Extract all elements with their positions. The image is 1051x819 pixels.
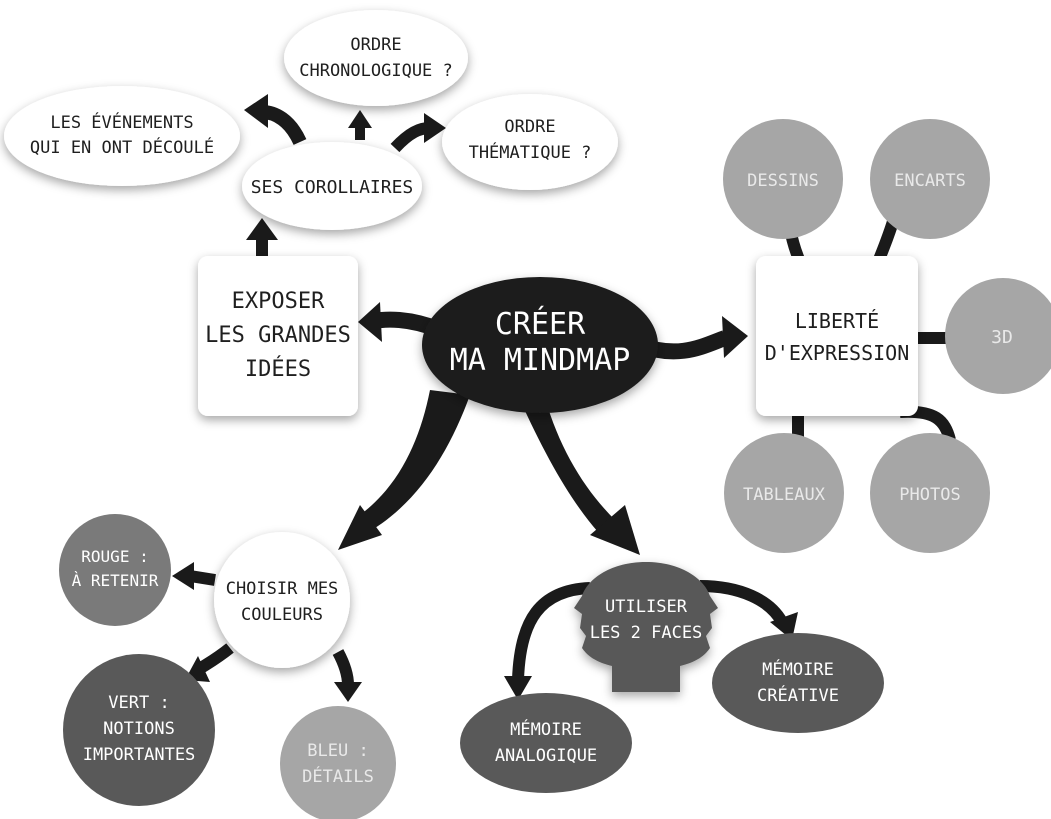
two-faces-icon	[574, 562, 718, 692]
faces-label-line2: LES 2 FACES	[590, 623, 703, 643]
arrow-to-rouge	[172, 562, 194, 590]
thematique-label-line1: ORDRE	[504, 117, 555, 137]
photos-node	[870, 433, 990, 553]
couleurs-node	[214, 532, 350, 668]
arrow-to-corollaires	[246, 218, 278, 240]
3d-label: 3D	[991, 327, 1013, 348]
connector-center-faces	[520, 398, 615, 532]
analogique-node	[460, 693, 632, 793]
expose-label-line3: IDÉES	[245, 356, 311, 382]
arrow-to-analogique	[504, 676, 532, 700]
tableaux-node	[724, 433, 844, 553]
expose-label-line1: EXPOSER	[232, 289, 325, 314]
corollaires-label: SES COROLLAIRES	[251, 177, 414, 198]
creative-node	[712, 633, 884, 733]
thematique-label-line2: THÉMATIQUE ?	[469, 141, 592, 163]
vert-label-line1: VERT :	[108, 693, 169, 713]
connector-faces-creative	[699, 580, 788, 626]
bleu-node	[280, 706, 396, 819]
chronologique-label-line1: ORDRE	[350, 35, 401, 55]
chronologique-node	[284, 10, 468, 106]
liberte-label-line1: LIBERTÉ	[795, 309, 879, 333]
center-label-line2: MA MINDMAP	[450, 343, 631, 378]
liberte-node	[756, 256, 918, 416]
vert-label-line3: IMPORTANTES	[83, 745, 196, 765]
analogique-label-line1: MÉMOIRE	[510, 718, 582, 740]
evenements-node	[4, 86, 240, 186]
connector-center-couleurs	[360, 390, 470, 530]
rouge-node	[59, 514, 171, 626]
encarts-label: ENCARTS	[894, 171, 966, 191]
creative-label-line2: CRÉATIVE	[757, 684, 839, 706]
arrow-to-creative	[770, 612, 798, 640]
arrow-to-couleurs	[338, 505, 382, 550]
vert-label-line2: NOTIONS	[103, 719, 175, 739]
center-node	[422, 277, 658, 413]
arrow-to-bleu	[334, 682, 362, 702]
bleu-label-line2: DÉTAILS	[302, 765, 374, 787]
connectors	[172, 94, 956, 702]
faces-label-line1: UTILISER	[605, 597, 688, 617]
liberte-label-line2: D'EXPRESSION	[765, 341, 910, 365]
photos-label: PHOTOS	[899, 485, 960, 505]
expose-label-line2: LES GRANDES	[205, 323, 351, 348]
evenements-label-line2: QUI EN ONT DÉCOULÉ	[30, 136, 214, 158]
arrow-to-faces	[590, 505, 640, 555]
connector-faces-analogique	[512, 582, 591, 681]
dessins-label: DESSINS	[747, 171, 819, 191]
chronologique-label-line2: CHRONOLOGIQUE ?	[299, 61, 453, 81]
encarts-node	[870, 119, 990, 239]
couleurs-label-line2: COULEURS	[241, 605, 323, 625]
arrow-to-expose	[358, 302, 382, 342]
3d-node	[945, 278, 1051, 394]
thematique-node	[442, 94, 618, 190]
dessins-node	[723, 119, 843, 239]
evenements-label-line1: LES ÉVÉNEMENTS	[50, 111, 193, 133]
center-label-line1: CRÉER	[495, 306, 586, 342]
couleurs-label-line1: CHOISIR MES	[226, 579, 339, 599]
arrow-to-liberte	[722, 316, 748, 358]
tableaux-label: TABLEAUX	[743, 485, 826, 505]
connector-couleurs-bleu	[332, 649, 354, 686]
bleu-label-line1: BLEU :	[307, 741, 368, 761]
creative-label-line1: MÉMOIRE	[762, 658, 834, 680]
arrow-to-thematique	[424, 113, 446, 143]
analogique-label-line2: ANALOGIQUE	[495, 746, 597, 766]
arrow-to-evenements	[244, 94, 268, 128]
arrow-to-chrono	[348, 110, 372, 128]
faces-node	[574, 562, 718, 692]
vert-node	[63, 654, 215, 806]
connector-couleurs-rouge	[189, 570, 216, 586]
expose-node	[198, 256, 358, 416]
rouge-label-line2: À RETENIR	[72, 571, 159, 590]
rouge-label-line1: ROUGE :	[81, 547, 148, 566]
corollaires-node	[242, 142, 422, 230]
